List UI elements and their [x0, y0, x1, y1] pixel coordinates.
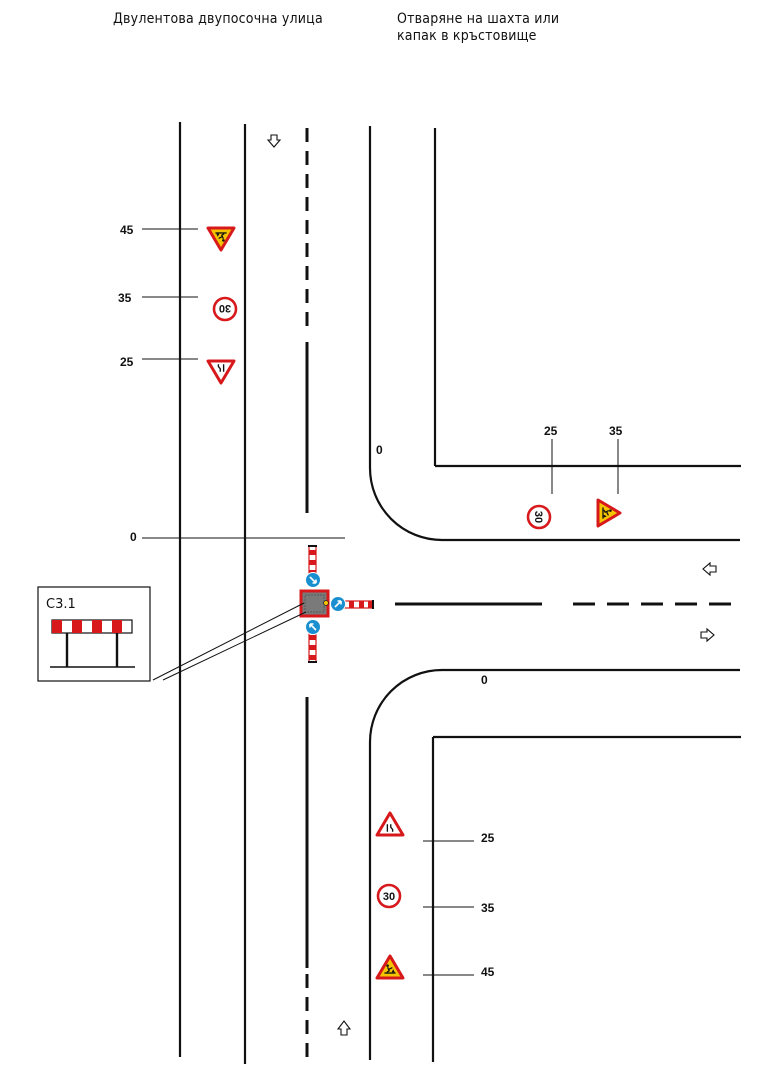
- men-at-work-sign-right: [596, 498, 622, 528]
- speed-limit-sign-right: 30: [526, 504, 552, 530]
- right-arrow-icon: [700, 627, 715, 643]
- keep-right-sign-upper: [305, 572, 321, 588]
- legend-leader-line-2: [162, 611, 307, 681]
- men-at-work-sign-top: [206, 226, 236, 252]
- warning-light: [323, 600, 329, 606]
- legend-label: С3.1: [46, 597, 76, 612]
- lower-corner-curb: [368, 668, 740, 1060]
- svg-text:30: 30: [532, 511, 544, 523]
- distance-leaders: [142, 228, 619, 976]
- work-zone: [299, 545, 374, 663]
- distance-label-45-top: 45: [120, 223, 134, 237]
- keep-right-sign-side: [330, 596, 346, 612]
- legend-box: [37, 586, 151, 682]
- upper-corner-curb: [368, 467, 740, 542]
- distance-label-25-right: 25: [544, 424, 558, 438]
- speed-limit-sign-top: 30: [212, 296, 238, 322]
- distance-label-0-main: 0: [130, 530, 137, 544]
- distance-label-35-top: 35: [118, 291, 132, 305]
- road-narrows-sign-bottom: [375, 811, 405, 837]
- road-edges: [178, 122, 741, 1064]
- down-arrow-icon: [266, 134, 282, 148]
- barrier-legend-icon: [50, 619, 135, 668]
- distance-label-45-bottom: 45: [481, 965, 495, 979]
- road-narrows-sign-top: [206, 359, 236, 385]
- barrier-lower: [308, 631, 317, 663]
- distance-label-0-lower-corner: 0: [481, 673, 488, 687]
- legend-leader-line-1: [152, 602, 305, 681]
- barrier-upper: [308, 545, 317, 577]
- keep-right-sign-lower: [305, 619, 321, 635]
- distance-label-0-upper-corner: 0: [376, 443, 383, 457]
- barrier-right: [344, 600, 374, 609]
- distance-label-35-bottom: 35: [481, 901, 495, 915]
- heading-manhole-opening: Отваряне на шахта или капак в кръстовище: [397, 11, 560, 44]
- svg-text:30: 30: [383, 891, 395, 903]
- men-at-work-sign-bottom: [375, 954, 405, 980]
- distance-label-25-top: 25: [120, 355, 134, 369]
- center-lane-markings: [305, 128, 740, 1058]
- speed-limit-sign-bottom: 30: [376, 883, 402, 909]
- svg-text:30: 30: [219, 302, 231, 314]
- distance-label-25-bottom: 25: [481, 831, 495, 845]
- left-arrow-icon: [702, 561, 717, 577]
- heading-two-lane-street: Двулентова двупосочна улица: [113, 11, 323, 27]
- up-arrow-icon: [336, 1020, 352, 1036]
- distance-label-35-right: 35: [609, 424, 623, 438]
